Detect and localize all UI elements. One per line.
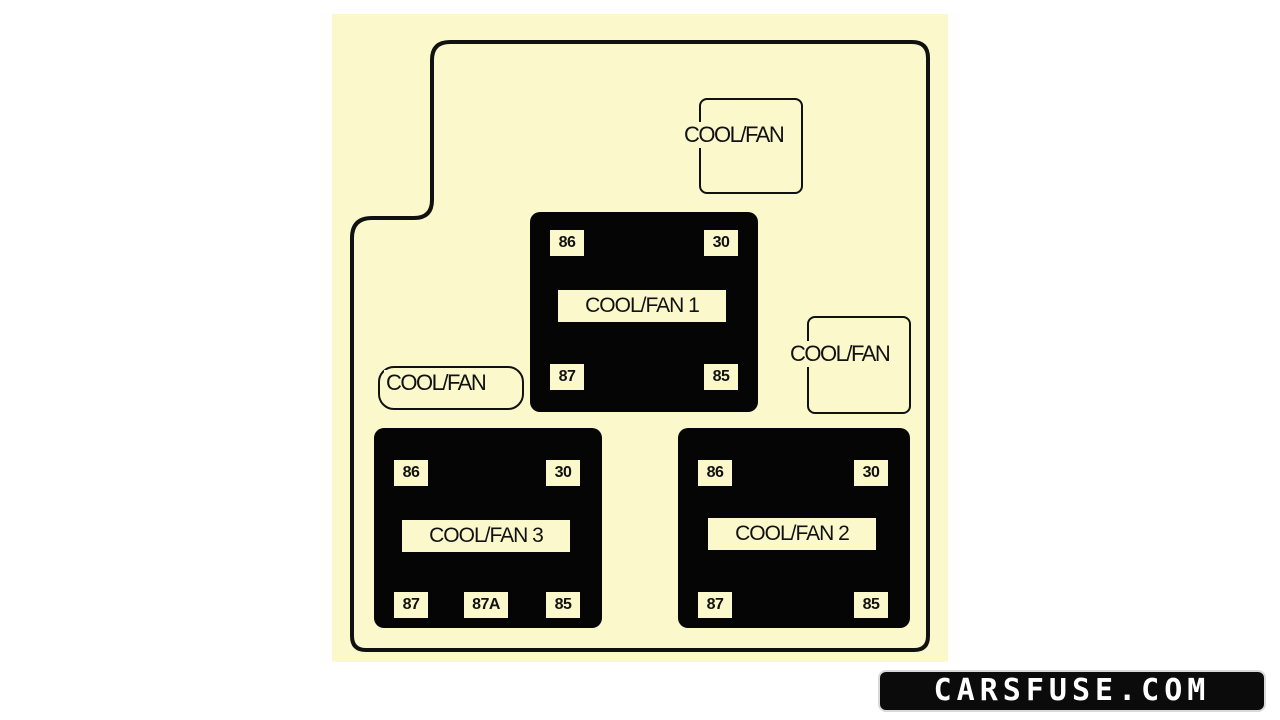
- relay-2-pin-87: 87: [698, 592, 732, 618]
- relay-cool-fan-1[interactable]: 86 30 COOL/FAN 1 87 85: [530, 212, 758, 412]
- fuse-cool-fan-right-label: COOL/FAN: [788, 341, 892, 367]
- relay-1-pin-85: 85: [704, 364, 738, 390]
- relay-1-pin-30: 30: [704, 230, 738, 256]
- relay-3-label: COOL/FAN 3: [402, 520, 570, 552]
- fuse-cool-fan-left-label: COOL/FAN: [384, 370, 488, 396]
- relay-2-label: COOL/FAN 2: [708, 518, 876, 550]
- relay-cool-fan-2[interactable]: 86 30 COOL/FAN 2 87 85: [678, 428, 910, 628]
- relay-3-pin-85: 85: [546, 592, 580, 618]
- relay-2-pin-30: 30: [854, 460, 888, 486]
- relay-3-pin-87: 87: [394, 592, 428, 618]
- relay-2-pin-86: 86: [698, 460, 732, 486]
- carsfuse-watermark-logo: CARSFUSE.COM: [878, 670, 1266, 712]
- relay-2-pin-85: 85: [854, 592, 888, 618]
- fuse-box-outline: [350, 40, 930, 652]
- relay-1-pin-87: 87: [550, 364, 584, 390]
- relay-3-pin-30: 30: [546, 460, 580, 486]
- relay-cool-fan-3[interactable]: 86 30 COOL/FAN 3 87 87A 85: [374, 428, 602, 628]
- relay-1-label: COOL/FAN 1: [558, 290, 726, 322]
- fuse-box-outline-path: [350, 40, 930, 652]
- relay-3-pin-87a: 87A: [464, 592, 508, 618]
- fuse-box-panel: COOL/FAN COOL/FAN COOL/FAN 86 30 COOL/FA…: [332, 14, 948, 662]
- relay-3-pin-86: 86: [394, 460, 428, 486]
- fuse-cool-fan-top-label: COOL/FAN: [682, 122, 786, 148]
- relay-1-pin-86: 86: [550, 230, 584, 256]
